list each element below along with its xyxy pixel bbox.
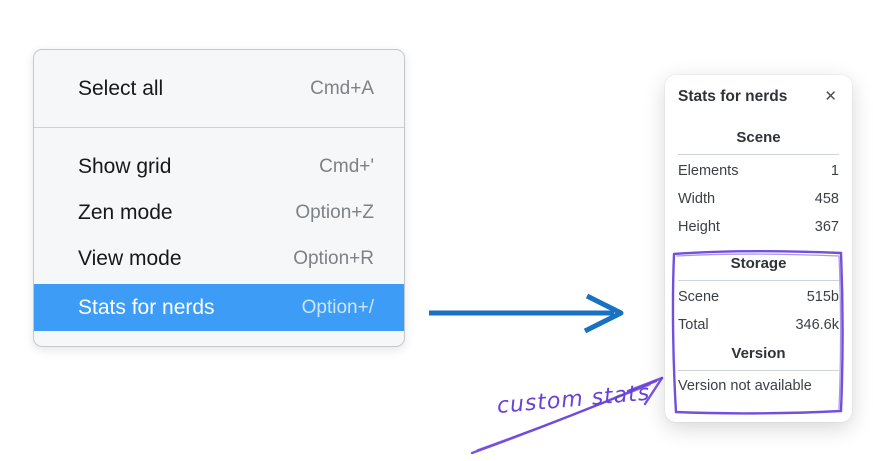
menu-item-zen-mode[interactable]: Zen mode Option+Z bbox=[34, 190, 404, 236]
stat-row-total-size: Total 346.6k bbox=[678, 311, 839, 339]
section-header-storage: Storage bbox=[730, 255, 787, 272]
menu-item-shortcut: Option+Z bbox=[295, 202, 374, 223]
stats-panel: Stats for nerds ✕ Scene Elements 1 Width… bbox=[665, 75, 852, 422]
menu-item-shortcut: Option+R bbox=[293, 248, 374, 269]
stat-row-height: Height 367 bbox=[678, 213, 839, 241]
close-icon[interactable]: ✕ bbox=[824, 88, 837, 105]
stat-label: Scene bbox=[678, 289, 720, 305]
menu-item-label: Stats for nerds bbox=[78, 295, 215, 319]
stat-value: 515b bbox=[806, 289, 839, 305]
menu-item-label: Show grid bbox=[78, 155, 172, 178]
blue-arrow bbox=[429, 293, 624, 334]
stats-panel-title: Stats for nerds bbox=[678, 87, 788, 105]
stat-value: 367 bbox=[814, 219, 839, 235]
section-header-scene: Scene bbox=[736, 129, 781, 146]
section-divider bbox=[678, 154, 839, 155]
stat-value: 346.6k bbox=[795, 317, 839, 333]
stat-row-width: Width 458 bbox=[678, 185, 839, 213]
menu-item-shortcut: Cmd+A bbox=[310, 78, 374, 99]
menu-item-shortcut: Option+/ bbox=[301, 296, 374, 318]
section-header-version: Version bbox=[731, 345, 786, 362]
stat-label: Height bbox=[678, 219, 720, 235]
menu-item-stats-for-nerds[interactable]: Stats for nerds Option+/ bbox=[34, 284, 404, 331]
stat-row-elements: Elements 1 bbox=[678, 157, 839, 185]
stat-row-scene-size: Scene 515b bbox=[678, 283, 839, 311]
menu-item-show-grid[interactable]: Show grid Cmd+' bbox=[34, 144, 404, 190]
menu-item-label: Zen mode bbox=[78, 201, 173, 224]
menu-item-view-mode[interactable]: View mode Option+R bbox=[34, 236, 404, 282]
annotation-label: custom stats bbox=[495, 380, 652, 419]
menu-item-label: View mode bbox=[78, 247, 182, 270]
section-divider bbox=[678, 370, 839, 371]
stat-label: Width bbox=[678, 191, 716, 207]
version-note: Version not available bbox=[678, 378, 812, 394]
context-menu: Select all Cmd+A Show grid Cmd+' Zen mod… bbox=[33, 49, 405, 347]
stat-label: Elements bbox=[678, 163, 739, 179]
menu-divider bbox=[34, 127, 404, 128]
stat-label: Total bbox=[678, 317, 709, 333]
menu-item-shortcut: Cmd+' bbox=[319, 156, 374, 177]
stat-value: 458 bbox=[814, 191, 839, 207]
stat-value: 1 bbox=[830, 163, 839, 179]
section-divider bbox=[678, 280, 839, 281]
menu-item-select-all[interactable]: Select all Cmd+A bbox=[34, 58, 404, 120]
menu-item-label: Select all bbox=[78, 77, 164, 100]
